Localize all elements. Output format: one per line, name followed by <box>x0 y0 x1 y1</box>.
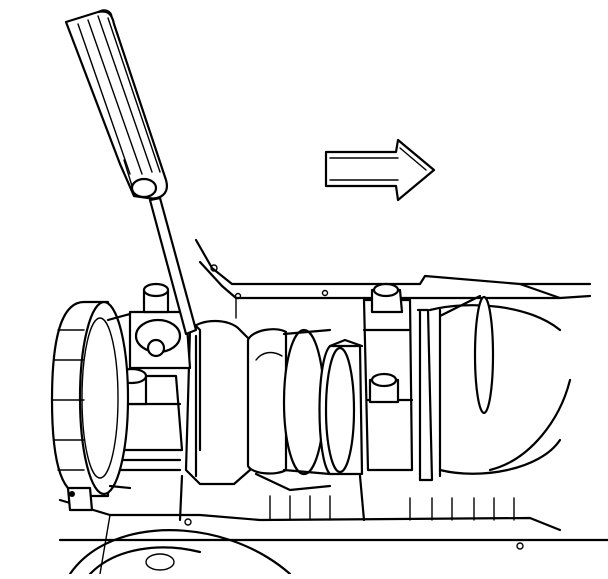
feeler-gauge-pivot <box>130 177 158 199</box>
crankshaft-sprocket <box>50 300 132 512</box>
feeler-gauge-blade <box>148 196 198 336</box>
direction-arrow <box>324 138 436 202</box>
crankshaft-rear-journal <box>418 294 572 482</box>
main-bearing-cap <box>362 282 434 482</box>
crankshaft <box>184 319 364 492</box>
feeler-gauge-handle <box>64 10 168 200</box>
feeler-gauge <box>64 9 198 336</box>
block-bulkhead <box>178 474 515 522</box>
